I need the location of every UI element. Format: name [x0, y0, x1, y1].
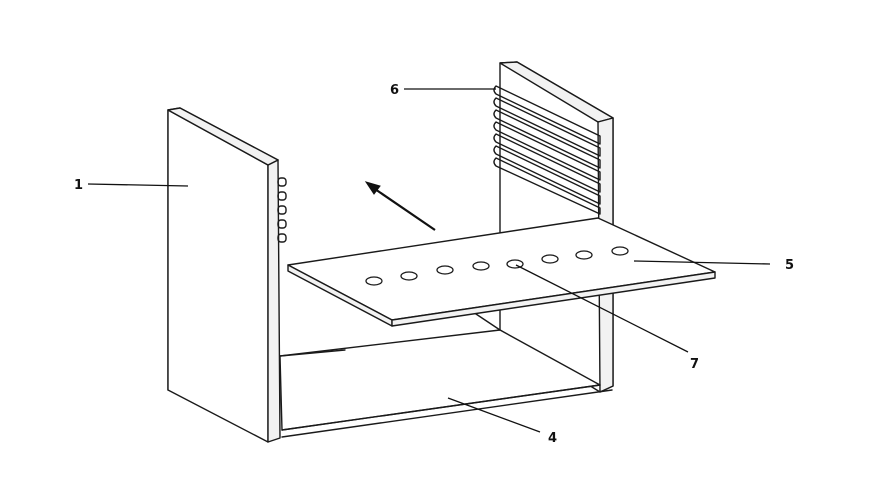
label-part-1: 1	[74, 178, 83, 193]
leader-lines	[87, 88, 771, 433]
label-part-4: 4	[548, 431, 557, 446]
slot-rails	[493, 85, 601, 215]
label-part-7: 7	[690, 357, 699, 372]
side-panel	[167, 107, 281, 443]
sliding-plate	[287, 217, 716, 327]
label-part-6: 6	[390, 83, 399, 98]
side-studs	[277, 177, 287, 243]
plate-holes	[365, 246, 629, 286]
slide-direction-arrow	[364, 181, 436, 231]
base-tray	[279, 309, 613, 438]
label-part-5: 5	[785, 258, 794, 273]
